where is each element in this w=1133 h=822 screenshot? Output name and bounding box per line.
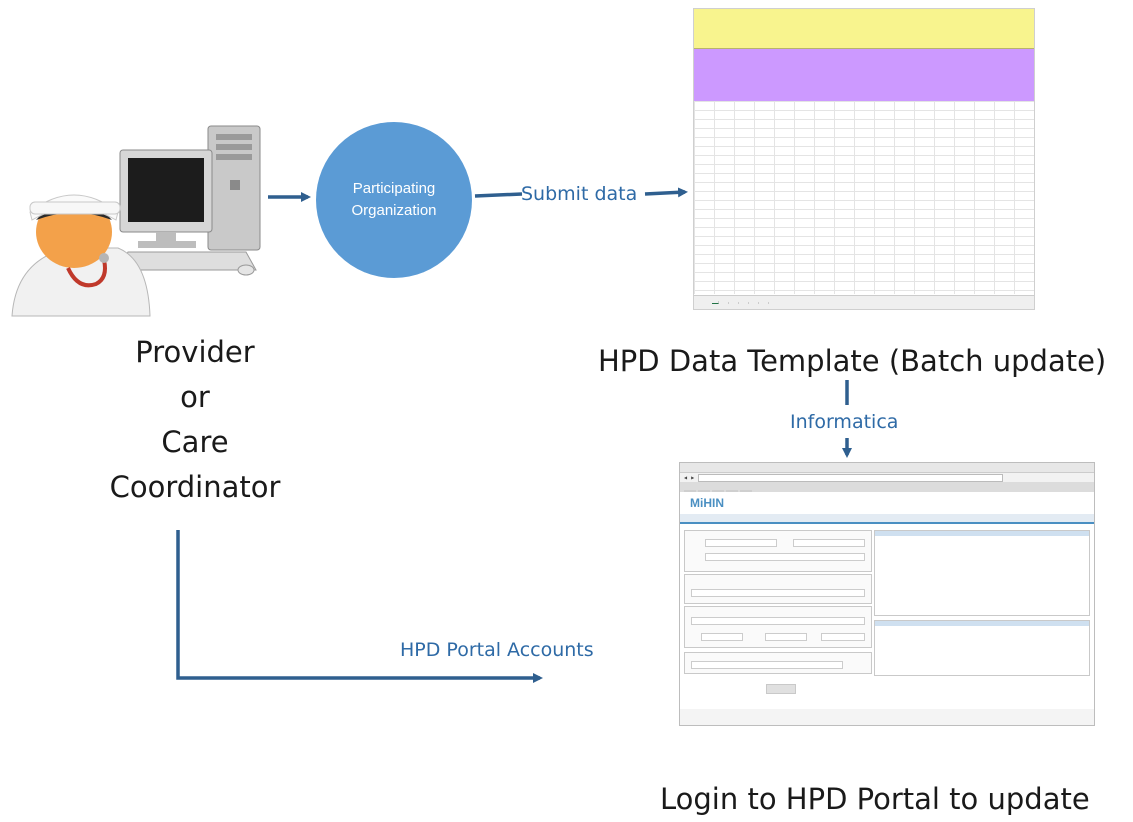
provider-label-line: Coordinator [109, 470, 281, 504]
provider-label-line: or [180, 380, 210, 414]
arrow-submit-to-template [644, 187, 688, 198]
portal-specialties-box [684, 652, 872, 674]
forward-icon: ▶ [691, 475, 695, 480]
organization-label: Participating Organization [351, 178, 436, 222]
portal-window-title [680, 463, 1094, 473]
sheet-header-row [694, 9, 1034, 49]
portal-caption: Login to HPD Portal to update [660, 782, 1090, 816]
sheet-highlight-band [694, 49, 1034, 101]
provider-computer-icon [11, 125, 261, 317]
back-icon: ◀ [684, 475, 688, 480]
provider-label-line: Care [161, 425, 229, 459]
portal-search-button [766, 684, 796, 694]
portal-provider-search-box [684, 530, 872, 572]
hpd-data-template-caption: HPD Data Template (Batch update) [598, 344, 1107, 378]
arrow-org-to-submit [474, 192, 523, 198]
portal-providers-results [874, 530, 1090, 616]
submit-data-label: Submit data [521, 183, 638, 205]
portal-nav-bar [680, 514, 1094, 524]
portal-address-bar: ◀ ▶ [680, 473, 1094, 482]
arrow-coordinator-to-portal [176, 530, 543, 683]
portal-location-box [684, 606, 872, 648]
informatica-label: Informatica [790, 411, 899, 433]
portal-body [680, 524, 1094, 709]
portal-organizations-results [874, 620, 1090, 676]
hpd-data-template-thumbnail [693, 8, 1035, 310]
organization-label-line1: Participating [352, 180, 436, 197]
portal-browser-tabs [680, 482, 1094, 492]
provider-label-line: Provider [135, 335, 255, 369]
sheet-tab-bar [694, 295, 1034, 309]
participating-organization-node: Participating Organization [316, 122, 472, 278]
organization-label-line2: Organization [351, 202, 437, 219]
mihin-logo: MiHIN [680, 492, 1094, 514]
sheet-grid [694, 101, 1034, 294]
portal-organization-box [684, 574, 872, 604]
portal-url-field [698, 473, 1004, 482]
provider-label: Provider or Care Coordinator [80, 330, 310, 510]
hpd-portal-accounts-label: HPD Portal Accounts [400, 639, 594, 661]
hpd-portal-thumbnail: ◀ ▶ MiHIN [679, 462, 1095, 726]
